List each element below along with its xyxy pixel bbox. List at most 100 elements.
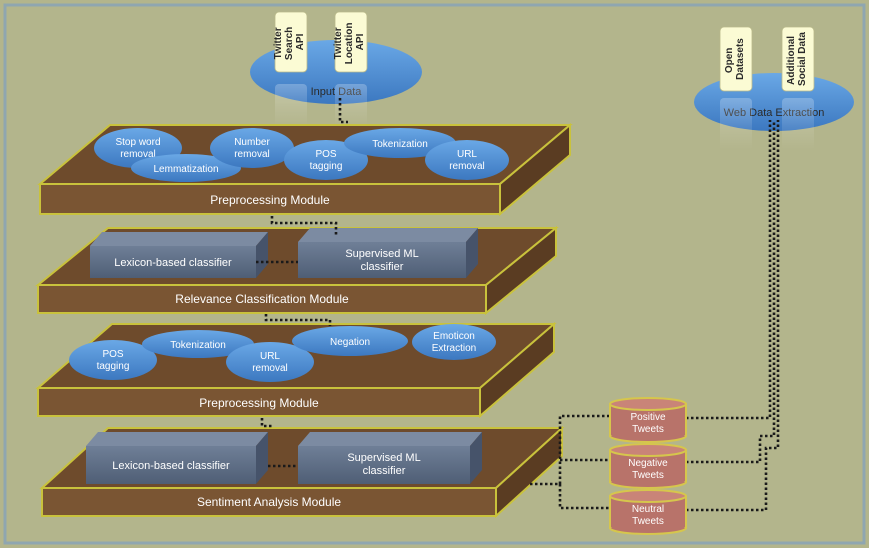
item-line: Tokenization [372,139,428,150]
module-title: Sentiment Analysis Module [197,495,341,509]
input-card-twitter-search: Twitter Search API [273,11,308,73]
item-line: POS [102,349,123,360]
connector-module1-to-module2 [270,216,338,236]
box-lexicon-classifier: Lexicon-based classifier [86,432,268,484]
item-line: Negation [330,337,370,348]
item-line: removal [234,149,270,160]
platform-front [37,387,481,417]
connector-sentiment-to-outputs [530,414,610,510]
input-card-line: Twitter [273,27,284,59]
item-tokenization: Tokenization [142,330,254,358]
input-data-group: Input Data Twitter Search API Twitter Lo… [250,11,422,126]
item-line: removal [252,363,288,374]
item-line: removal [120,149,156,160]
item-line: removal [449,161,485,172]
input-card-line: Twitter [333,27,344,59]
input-card-reflections [275,84,367,126]
output-line: Negative [628,458,668,469]
web-data-group: Web Data Extraction Open Datasets Additi… [694,26,854,150]
item-line: tagging [310,161,343,172]
web-card-reflections [720,98,814,150]
item-line: URL [457,149,477,160]
web-card-open-datasets: Open Datasets [719,26,753,92]
item-tokenization: Tokenization [344,128,456,158]
output-line: Tweets [632,470,664,481]
web-card-additional-social: Additional Social Data [781,26,815,92]
platform-front [39,183,501,215]
input-card-line: Search [284,27,295,60]
box-label: Lexicon-based classifier [114,257,232,269]
input-card-twitter-location: Twitter Location API [333,11,368,73]
box-label: Supervised ML [345,248,418,260]
module-title: Preprocessing Module [199,396,319,410]
item-line: Lemmatization [153,164,218,175]
box-label: Lexicon-based classifier [112,460,230,472]
platform-front [41,487,497,517]
frame [3,3,866,545]
output-line: Tweets [632,516,664,527]
module-sentiment-analysis: Sentiment Analysis Module Lexicon-based … [39,425,565,519]
box-label: classifier [361,261,404,273]
connector-negative-to-web [686,120,776,464]
item-line: Tokenization [170,340,226,351]
item-lemmatization: Lemmatization [131,154,241,182]
output-line: Neutral [632,504,664,515]
platform-front [37,284,487,314]
item-line: tagging [97,361,130,372]
web-card-line: Datasets [735,38,746,80]
web-data-ellipse [694,73,854,131]
input-card-line: API [355,33,366,50]
item-line: URL [260,351,280,362]
box-label: Supervised ML [347,452,420,464]
svg-text:Open Datasets: Open Datasets [724,38,746,80]
item-line: Extraction [432,343,476,354]
connectors [256,98,780,512]
item-line: Stop word [115,137,160,148]
module-relevance-classification: Relevance Classification Module Lexicon-… [35,225,559,316]
module-title: Relevance Classification Module [175,292,349,306]
box-label: classifier [363,465,406,477]
module-title: Preprocessing Module [210,193,330,207]
item-line: Number [234,137,270,148]
web-card-line: Social Data [797,32,808,86]
input-card-line: Location [344,23,355,65]
web-card-line: Additional [786,36,797,85]
box-lexicon-classifier: Lexicon-based classifier [90,232,268,278]
svg-text:Twitter Location: Twitter Location API [333,20,366,64]
output-line: Tweets [632,424,664,435]
svg-text:Additional Social Data: Additional Social Data [786,32,808,86]
web-card-line: Open [724,48,735,74]
item-line: Emoticon [433,331,475,342]
input-card-line: API [295,33,306,50]
output-line: Positive [630,412,665,423]
svg-text:Twitter Search: Twitter Search API [273,24,306,60]
item-negation: Negation [292,326,408,356]
connector-neutral-to-web [686,120,780,512]
